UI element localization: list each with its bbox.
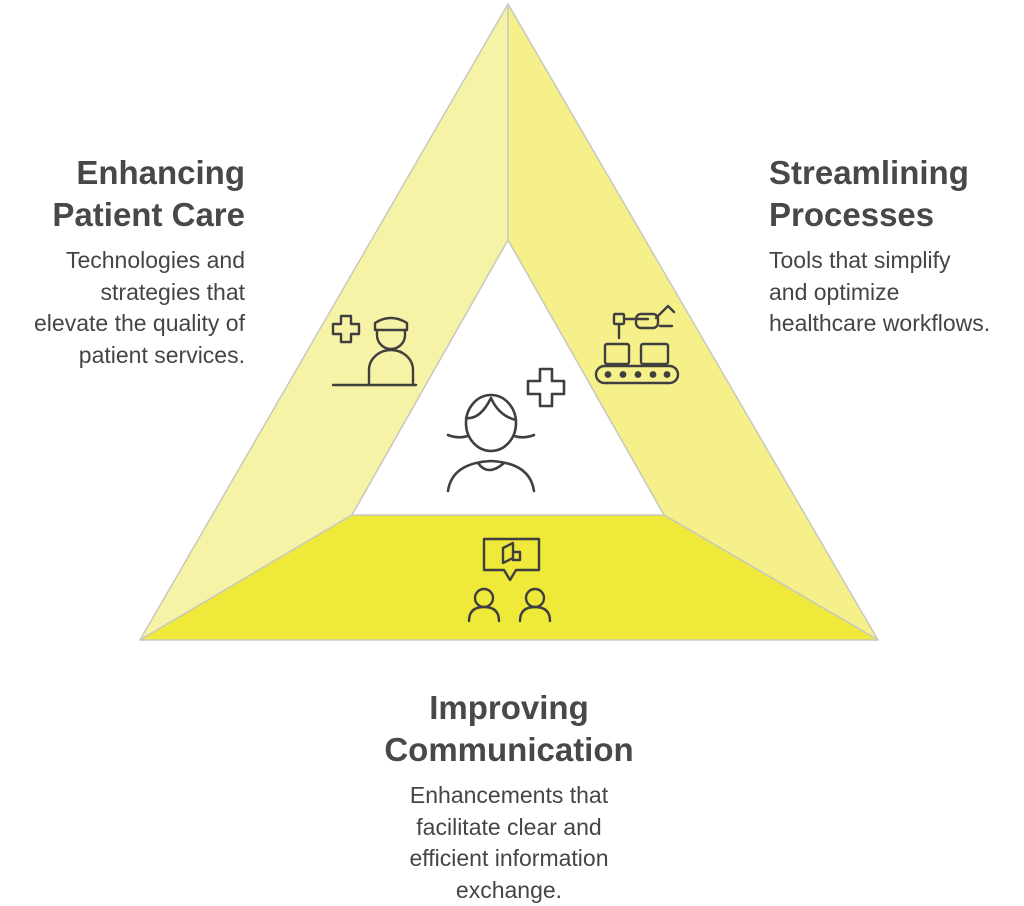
streamlining-processes-block: Streamlining Processes Tools that simpli… — [769, 152, 990, 340]
two-people-discussion-icon — [467, 537, 552, 623]
enhancing-patient-care-block: Enhancing Patient Care Technologies and … — [34, 152, 245, 371]
improving-communication-description: Enhancements that facilitate clear and e… — [409, 782, 609, 903]
improving-communication-block: Improving Communication Enhancements tha… — [296, 687, 722, 906]
enhancing-patient-care-description: Technologies and strategies that elevate… — [34, 247, 245, 368]
streamlining-processes-title: Streamlining Processes — [769, 154, 969, 233]
enhancing-patient-care-title: Enhancing Patient Care — [52, 154, 245, 233]
nurse-with-medical-cross-icon — [331, 314, 418, 387]
improving-communication-title: Improving Communication — [384, 689, 634, 768]
inner-triangle — [351, 239, 665, 516]
streamlining-processes-description: Tools that simplify and optimize healthc… — [769, 247, 991, 336]
robotic-arm-conveyor-icon — [594, 304, 680, 385]
patient-with-medical-cross-icon — [446, 367, 566, 493]
